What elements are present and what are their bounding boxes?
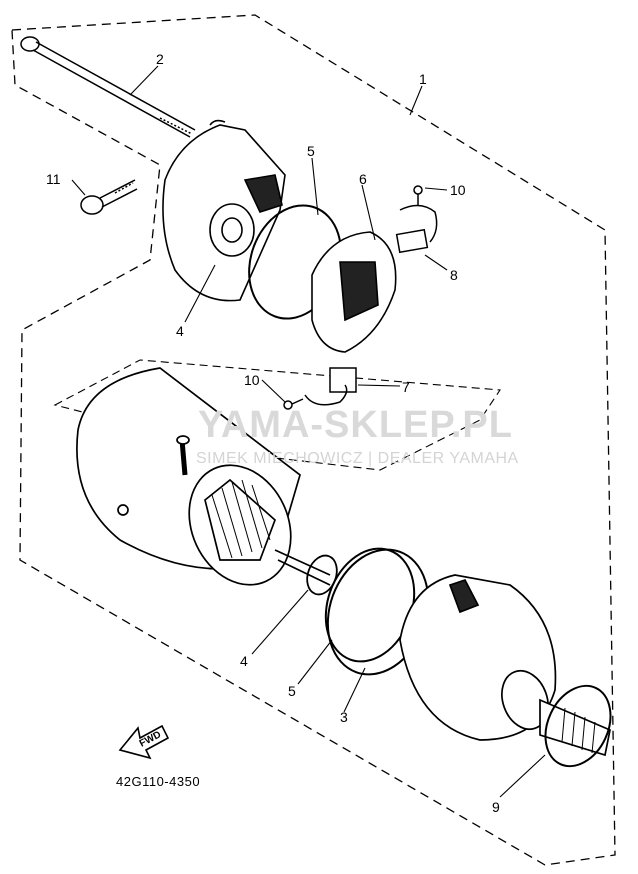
watermark-subtitle: SIMEK MIECHOWICZ | DEALER YAMAHA [196,450,519,467]
watermark-title: YAMA-SKLEP.PL [198,404,513,446]
through-bolt-2 [20,36,196,138]
leader-lines [71,65,546,798]
callout-4-lower: 4 [240,653,248,669]
o-ring-4-lower [306,554,338,596]
callout-7: 7 [402,379,410,395]
brush-8 [395,185,438,254]
armature-yoke [76,367,331,586]
callout-10-lower: 10 [244,372,260,388]
part-number: 42G110-4350 [116,774,201,789]
assembly-boundary [11,14,616,866]
o-ring-9 [544,684,612,768]
brush-holder-plate-6 [311,231,397,353]
callout-4-upper: 4 [176,323,184,339]
callout-1: 1 [419,71,427,87]
callout-3: 3 [340,709,348,725]
front-cover [399,574,611,757]
callout-5-upper: 5 [307,143,315,159]
callout-10-upper: 10 [450,182,466,198]
callout-9: 9 [492,799,500,815]
screw-11 [80,179,138,215]
brush-subassembly-boundary [53,359,501,471]
callout-6: 6 [359,171,367,187]
callout-11: 11 [46,171,61,187]
callout-2: 2 [156,51,164,67]
brush-7 [283,367,357,410]
callout-8: 8 [450,267,458,283]
rear-cover [162,119,286,302]
callout-5-lower: 5 [288,683,296,699]
fwd-arrow-icon [118,724,170,760]
